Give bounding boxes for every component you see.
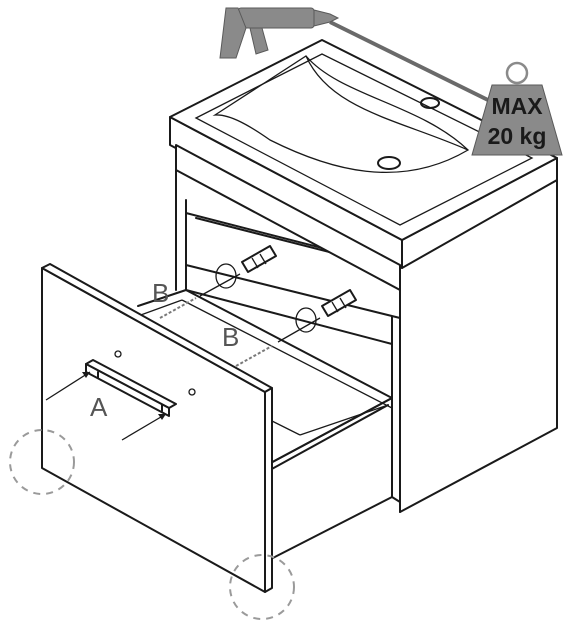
- silicone-seal-line: [329, 20, 493, 104]
- screw-assembly-top: B: [152, 245, 277, 319]
- screwdriver-icon: [215, 245, 277, 289]
- handle-icon: A: [45, 350, 196, 441]
- weight-icon: MAX 20 kg: [471, 61, 563, 156]
- label-screw-b-top: B: [152, 278, 169, 308]
- cabinet-body: [175, 179, 558, 513]
- silicone-gun-icon: [219, 7, 340, 59]
- label-screw-b-bottom: B: [222, 322, 239, 352]
- detail-circle-left: [9, 429, 75, 495]
- detail-circle-bottom: [229, 554, 295, 620]
- screw-assembly-bottom: B: [222, 289, 357, 367]
- weight-value-text: 20 kg: [488, 123, 547, 149]
- washbasin: [169, 39, 558, 291]
- weight-max-text: MAX: [491, 93, 543, 119]
- drawer-front: [41, 263, 273, 593]
- screwdriver-icon: [295, 289, 357, 333]
- label-handle-a: A: [90, 392, 108, 422]
